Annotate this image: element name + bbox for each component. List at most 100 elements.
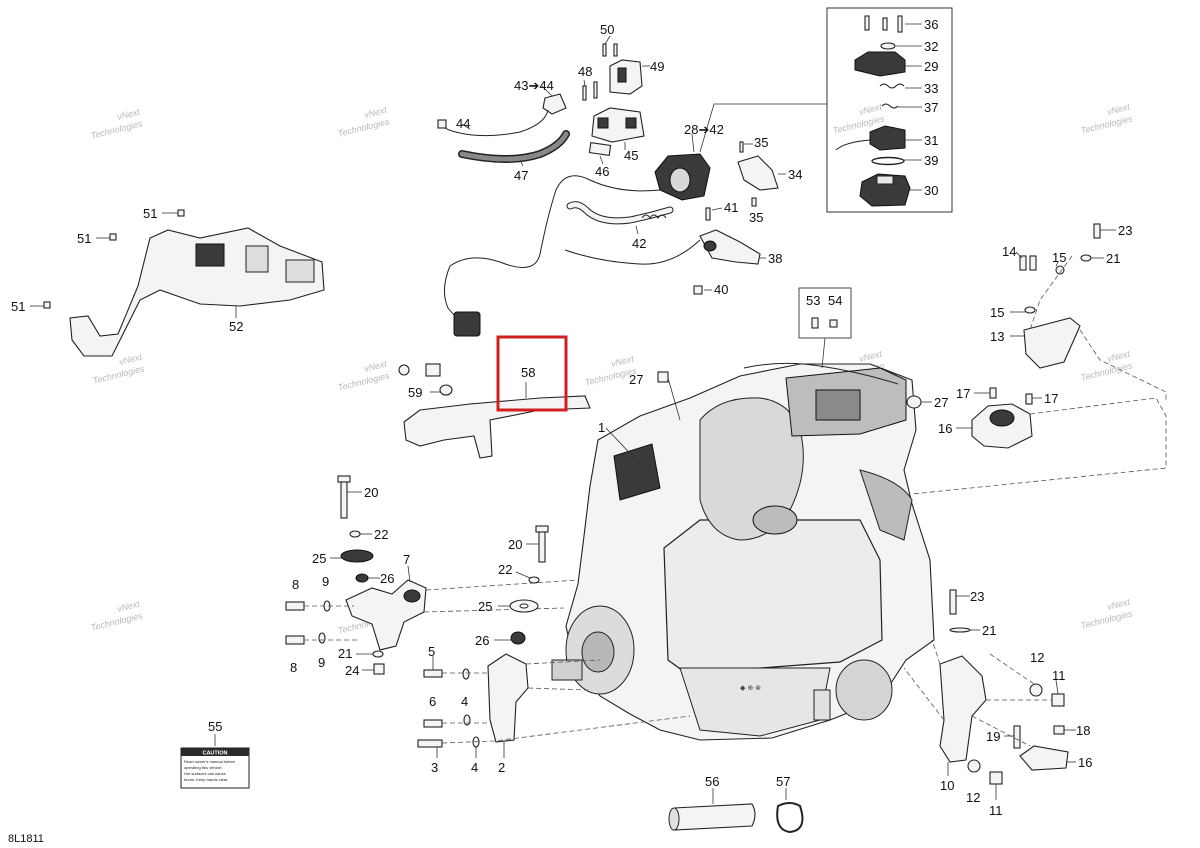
spring-33-part[interactable] bbox=[879, 83, 905, 89]
washer-32-part[interactable] bbox=[880, 42, 896, 50]
grommet-59-part[interactable] bbox=[398, 364, 410, 376]
washer-59-part[interactable] bbox=[439, 384, 453, 396]
bolt-20a-part[interactable] bbox=[340, 479, 348, 519]
clip-53-part[interactable] bbox=[811, 317, 819, 329]
bolt-17b-part[interactable] bbox=[1025, 393, 1033, 405]
screw-35b-part[interactable] bbox=[751, 197, 757, 207]
bolt-23a-part[interactable] bbox=[1093, 223, 1101, 239]
bolt-5-part[interactable] bbox=[423, 669, 443, 678]
tube-56-part[interactable] bbox=[670, 803, 756, 831]
bolt-23b-part[interactable] bbox=[949, 589, 957, 615]
callout-51-low: 51 bbox=[11, 299, 25, 314]
nut-40-part[interactable] bbox=[693, 285, 703, 295]
washer-21c-part[interactable] bbox=[949, 627, 971, 633]
bolt-51-part[interactable] bbox=[177, 209, 185, 217]
callout-38: 38 bbox=[768, 251, 782, 266]
callout-12-bottom: 12 bbox=[966, 790, 980, 805]
callout-39: 39 bbox=[924, 153, 938, 168]
washer-21a-part[interactable] bbox=[1080, 254, 1092, 262]
bolt-14a-part[interactable] bbox=[1019, 255, 1027, 271]
callout-49: 49 bbox=[650, 59, 664, 74]
nut-54-part[interactable] bbox=[829, 319, 838, 328]
callout-14: 14 bbox=[1002, 244, 1016, 259]
mount-16b-part[interactable] bbox=[1019, 745, 1069, 771]
callout-16-bottom: 16 bbox=[1078, 755, 1092, 770]
bracket-52-group: 51 51 51 52 bbox=[11, 206, 325, 357]
callout-23-lower: 23 bbox=[970, 589, 984, 604]
screw-36-part[interactable] bbox=[864, 15, 903, 33]
bolt-6-part[interactable] bbox=[423, 719, 443, 728]
callout-40: 40 bbox=[714, 282, 728, 297]
bolt-17a-part[interactable] bbox=[989, 387, 997, 399]
bolt-19-part[interactable] bbox=[1013, 725, 1021, 749]
sensor-38-part[interactable] bbox=[699, 229, 761, 265]
screw-41-part[interactable] bbox=[705, 207, 711, 221]
bolt-51-part[interactable] bbox=[109, 233, 117, 241]
wire-44-part[interactable] bbox=[441, 109, 549, 137]
o-ring-39-part[interactable] bbox=[871, 156, 905, 166]
bracket-58-part[interactable] bbox=[403, 395, 591, 459]
callout-36: 36 bbox=[924, 17, 938, 32]
callout-25-center: 25 bbox=[478, 599, 492, 614]
connector-part[interactable] bbox=[453, 311, 481, 337]
bolt-51-part[interactable] bbox=[43, 301, 51, 309]
screw-35-part[interactable] bbox=[739, 141, 744, 153]
housing-30-part[interactable] bbox=[859, 173, 911, 207]
callout-9-top: 9 bbox=[322, 574, 329, 589]
washer-21b-part[interactable] bbox=[372, 650, 384, 658]
callout-12-top: 12 bbox=[1030, 650, 1044, 665]
grommet-27b-part[interactable] bbox=[906, 395, 922, 409]
nut-24-part[interactable] bbox=[373, 663, 385, 675]
cover-29-part[interactable] bbox=[854, 51, 906, 77]
mount-10-part[interactable] bbox=[939, 655, 987, 763]
washer-25a-part[interactable] bbox=[340, 549, 374, 563]
bolt-18-part[interactable] bbox=[1053, 725, 1065, 735]
gasket-46-part[interactable] bbox=[588, 142, 612, 156]
watermark-line2: Technologies bbox=[1080, 113, 1134, 136]
bolt-59a-part[interactable] bbox=[425, 363, 441, 377]
wire-harness-part[interactable] bbox=[444, 175, 661, 323]
caution-line-1: Read owner's manual before bbox=[184, 759, 236, 764]
callout-23-top: 23 bbox=[1118, 223, 1132, 238]
washer-12a-part[interactable] bbox=[1029, 683, 1043, 697]
spring-37-part[interactable] bbox=[881, 103, 899, 109]
watermark: vNext Technologies bbox=[337, 105, 391, 139]
washer-22a-part[interactable] bbox=[349, 530, 361, 538]
clamp-57-part[interactable] bbox=[776, 802, 804, 834]
bushing-26a-part[interactable] bbox=[355, 573, 369, 583]
washer-4b-part[interactable] bbox=[463, 714, 471, 726]
sensor-45-part[interactable] bbox=[591, 107, 645, 143]
bolt-8a-part[interactable] bbox=[285, 601, 305, 611]
lever-31-part[interactable] bbox=[869, 125, 906, 151]
washer-4a-part[interactable] bbox=[462, 668, 470, 680]
callout-51-top: 51 bbox=[143, 206, 157, 221]
nut-11a-part[interactable] bbox=[1051, 693, 1065, 707]
bolt-8b-part[interactable] bbox=[285, 635, 305, 645]
screw-48-part[interactable] bbox=[582, 81, 598, 101]
sensor-43-part[interactable] bbox=[542, 93, 567, 115]
washer-15a-part[interactable] bbox=[1055, 265, 1065, 275]
bushing-26b-part[interactable] bbox=[510, 631, 526, 645]
bolt-3-part[interactable] bbox=[417, 739, 443, 748]
highlight-box bbox=[496, 335, 568, 412]
bracket-34-part[interactable] bbox=[737, 155, 779, 191]
callout-21-top: 21 bbox=[1106, 251, 1120, 266]
washer-9b-part[interactable] bbox=[318, 632, 326, 644]
callout-43-44: 43➔44 bbox=[514, 78, 554, 93]
screw-50-part[interactable] bbox=[602, 43, 618, 57]
bolt-20b-part[interactable] bbox=[538, 529, 546, 563]
callout-26-left: 26 bbox=[380, 571, 394, 586]
callout-59: 59 bbox=[408, 385, 422, 400]
nut-11b-part[interactable] bbox=[989, 771, 1003, 785]
right-lower-mount-group: 23 21 10 12 11 18 19 16 12 11 bbox=[903, 589, 1092, 818]
mount-2-part[interactable] bbox=[487, 653, 529, 743]
washer-12b-part[interactable] bbox=[967, 759, 981, 773]
bracket-13-part[interactable] bbox=[1023, 317, 1081, 369]
grommet-27-part[interactable] bbox=[657, 371, 669, 383]
callout-4-top: 4 bbox=[461, 694, 468, 709]
washer-15b-part[interactable] bbox=[1024, 306, 1036, 314]
callout-48: 48 bbox=[578, 64, 592, 79]
washer-22b-part[interactable] bbox=[528, 576, 540, 584]
bolt-14b-part[interactable] bbox=[1029, 255, 1037, 271]
